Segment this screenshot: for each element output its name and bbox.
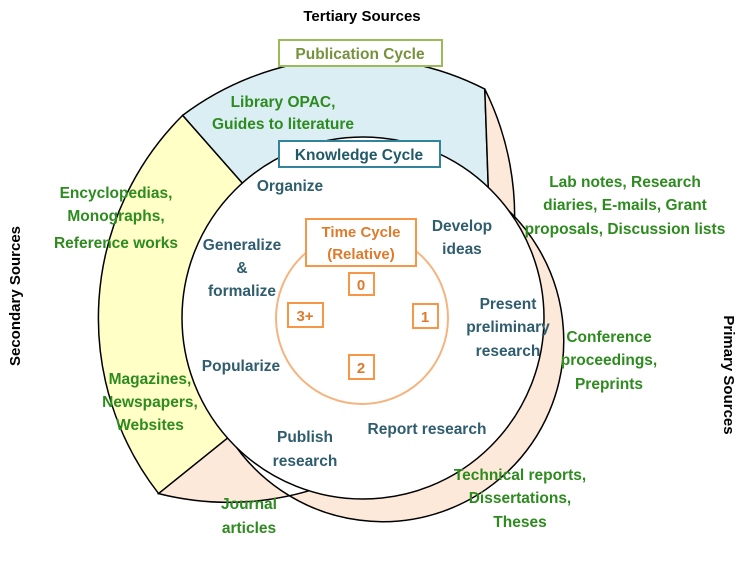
knowledge-step-present: Present (480, 296, 537, 313)
time-step-box-0 (348, 272, 375, 296)
tertiary-item-line: Guides to literature (212, 116, 354, 133)
knowledge-step-develop: ideas (442, 241, 482, 258)
tertiary-sources-label: Tertiary Sources (303, 8, 420, 25)
primary-journal-line: Journal (221, 496, 277, 513)
secondary-encyclopedias-line: Monographs, (67, 208, 164, 225)
primary-sources-label: Primary Sources (720, 315, 737, 434)
time-cycle-title: Time Cycle (322, 224, 401, 241)
primary-conference-line: Preprints (575, 376, 643, 393)
secondary-magazines-line: Websites (116, 417, 184, 434)
time-step-box-1 (412, 303, 439, 329)
secondary-encyclopedias-line: Encyclopedias, (60, 185, 173, 202)
primary-conference-line: Conference (566, 329, 652, 346)
time-step-box-2 (348, 354, 375, 380)
time-step-box-3plus (287, 302, 324, 328)
knowledge-step-generalize: formalize (208, 283, 276, 300)
time-step-1: 1 (421, 309, 429, 326)
knowledge-step-generalize: Generalize (203, 237, 282, 254)
primary-lab-notes-line: diaries, E-mails, Grant (543, 197, 707, 214)
publication-cycle-box (278, 39, 443, 67)
primary-conference-line: proceedings, (561, 352, 657, 369)
primary-technical-line: Technical reports, (454, 467, 586, 484)
time-step-0: 0 (357, 277, 365, 294)
knowledge-step-publish: Publish (277, 429, 333, 446)
primary-technical-line: Dissertations, (469, 490, 572, 507)
secondary-sources-label: Secondary Sources (7, 226, 24, 366)
primary-technical-line: Theses (493, 514, 546, 531)
time-cycle-box (305, 218, 417, 267)
secondary-magazines-line: Magazines, (109, 371, 192, 388)
primary-lab-notes-line: Lab notes, Research (549, 174, 701, 191)
knowledge-step-generalize: & (236, 260, 247, 277)
primary-lab-notes-line: proposals, Discussion lists (525, 221, 726, 238)
knowledge-step-present: research (476, 343, 541, 360)
knowledge-step-publish: research (273, 453, 338, 470)
secondary-magazines-line: Newspapers, (102, 394, 198, 411)
knowledge-step-present: preliminary (466, 319, 550, 336)
secondary-encyclopedias-line: Reference works (54, 235, 178, 252)
publication-cycle-label: Publication Cycle (295, 46, 425, 63)
primary-journal-line: articles (222, 520, 276, 537)
tertiary-item-line: Library OPAC, (231, 94, 336, 111)
knowledge-step-develop: Develop (432, 218, 492, 235)
time-step-3plus: 3+ (296, 308, 313, 325)
time-cycle-subtitle: (Relative) (327, 246, 395, 263)
knowledge-cycle-box (278, 140, 441, 168)
knowledge-cycle-label: Knowledge Cycle (295, 147, 424, 164)
knowledge-step-popularize: Popularize (202, 358, 281, 375)
knowledge-step-report: Report research (368, 421, 487, 438)
knowledge-step-organize: Organize (257, 178, 324, 195)
time-step-2: 2 (357, 360, 365, 377)
